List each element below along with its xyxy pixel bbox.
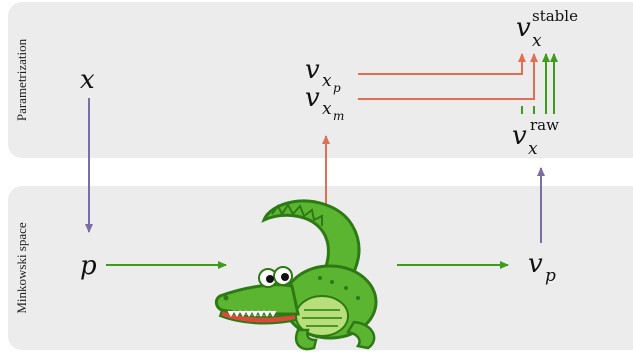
svg-text:v: v — [305, 83, 320, 113]
vxp-to-stable-arrow — [358, 53, 526, 75]
svg-text:p: p — [545, 266, 556, 286]
svg-text:m: m — [333, 109, 344, 123]
svg-text:x: x — [528, 139, 538, 159]
svg-text:v: v — [528, 249, 543, 279]
svg-text:x: x — [532, 31, 542, 51]
svg-text:x: x — [322, 71, 332, 91]
parametrization-panel — [8, 2, 633, 158]
v-xm-label: v x m — [305, 83, 344, 123]
svg-text:v: v — [512, 121, 527, 151]
vxm-to-stable-arrow — [358, 53, 538, 100]
v-stable-label: v x stable — [516, 7, 578, 51]
v-p-label: v p — [528, 249, 556, 286]
svg-text:v: v — [305, 55, 320, 85]
svg-text:x: x — [322, 99, 332, 119]
p-label: p — [80, 251, 97, 281]
svg-text:v: v — [516, 13, 531, 43]
v-raw-label: v x raw — [512, 116, 559, 159]
svg-text:raw: raw — [530, 116, 559, 134]
v-xp-label: v x p — [305, 55, 341, 95]
svg-text:stable: stable — [532, 7, 578, 25]
crocodile-icon — [214, 199, 378, 351]
svg-text:p: p — [333, 81, 341, 95]
x-label: x — [80, 65, 95, 95]
